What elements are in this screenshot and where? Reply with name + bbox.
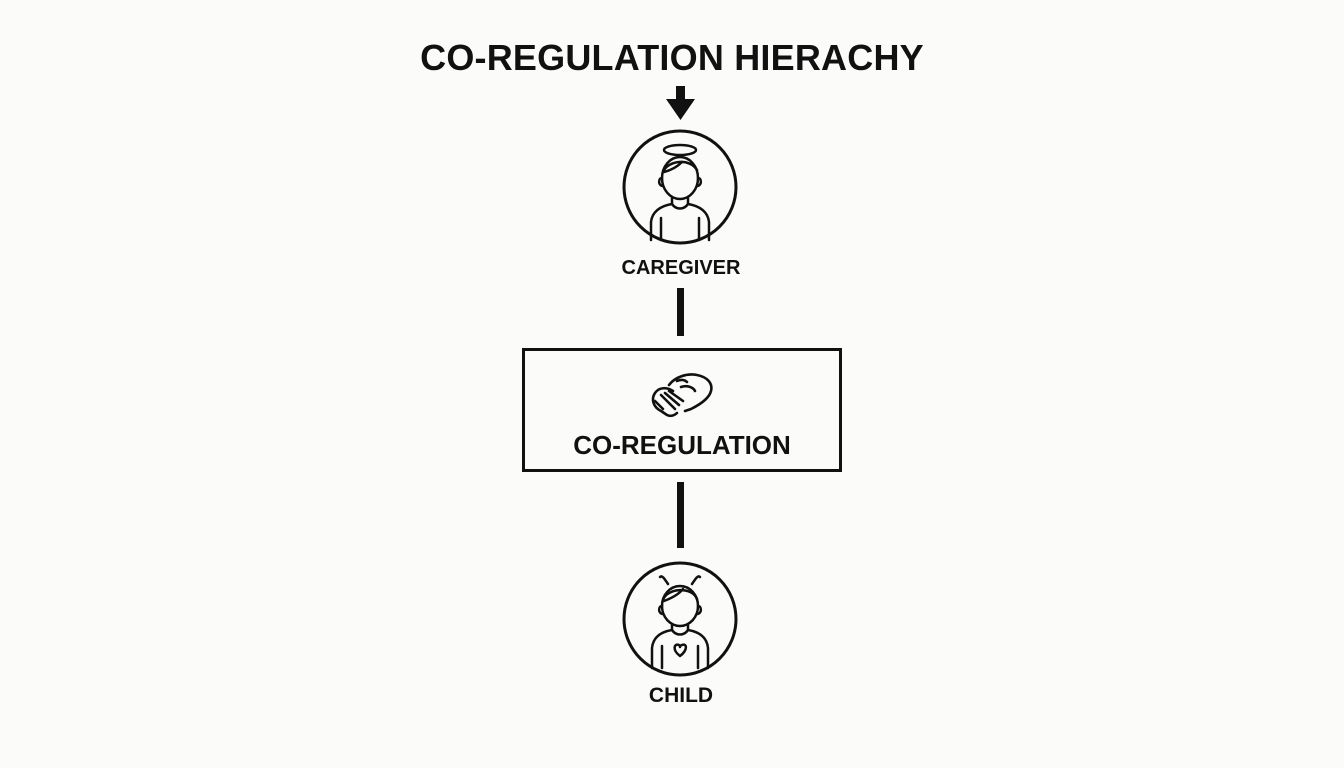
child-node [622,561,738,677]
handshake-icon [651,373,713,418]
connector-bottom [677,482,684,548]
caregiver-label: CAREGIVER [621,257,741,279]
caregiver-node [622,129,738,245]
diagram-title: CO-REGULATION HIERACHY [420,37,924,78]
child-heart-person-icon [650,575,710,670]
coregulation-label: CO-REGULATION [573,430,791,460]
coregulation-box: CO-REGULATION [522,348,842,472]
connector-top [677,288,684,336]
caregiver-halo-person-icon [649,143,711,242]
child-label: CHILD [648,684,714,707]
down-arrow-icon [666,86,695,120]
